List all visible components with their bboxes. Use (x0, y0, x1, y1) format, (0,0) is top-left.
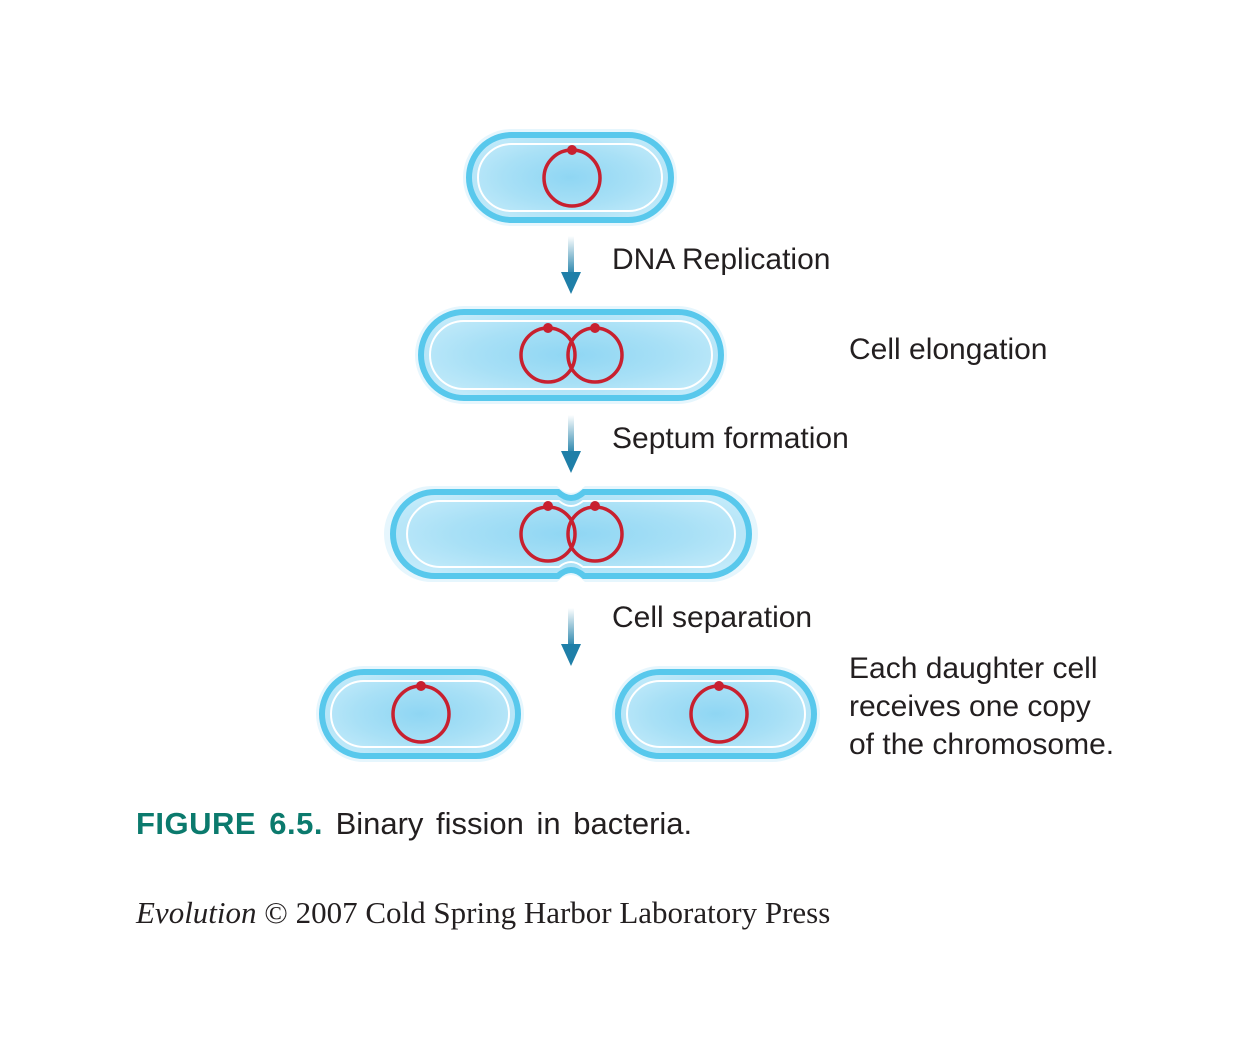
label-cell-separation: Cell separation (612, 601, 813, 634)
label-cell-elongation: Cell elongation (849, 333, 1048, 366)
chromosome-pair (519, 501, 624, 563)
credit-line: Evolution © 2007 Cold Spring Harbor Labo… (136, 895, 830, 931)
arrow-dna-replication (561, 236, 581, 294)
copyright-text: © 2007 Cold Spring Harbor Laboratory Pre… (264, 895, 831, 930)
daughter-cell-left (316, 666, 524, 762)
chromosome (391, 681, 451, 744)
figure-caption: FIGURE 6.5. Binary fission in bacteria. (136, 806, 692, 842)
arrow-cell-separation (561, 608, 581, 666)
arrow-septum-formation (561, 415, 581, 473)
label-dna-replication: DNA Replication (612, 243, 831, 276)
daughter-note-line-3: of the chromosome. (849, 728, 1115, 761)
cell-stage-elongated (415, 306, 727, 404)
chromosome-pair (519, 323, 624, 384)
chromosome (542, 145, 602, 208)
daughter-note-line-1: Each daughter cell (849, 652, 1098, 685)
label-septum-formation: Septum formation (612, 422, 849, 455)
figure-caption-text: Binary fission in bacteria. (335, 806, 693, 841)
daughter-cell-right (612, 666, 820, 762)
cell-stage-initial (463, 129, 677, 226)
figure-number: FIGURE 6.5. (136, 806, 323, 841)
cell-stage-septum (384, 486, 758, 582)
daughter-note-line-2: receives one copy (849, 690, 1091, 723)
chromosome (689, 681, 749, 744)
book-title: Evolution (136, 895, 257, 930)
